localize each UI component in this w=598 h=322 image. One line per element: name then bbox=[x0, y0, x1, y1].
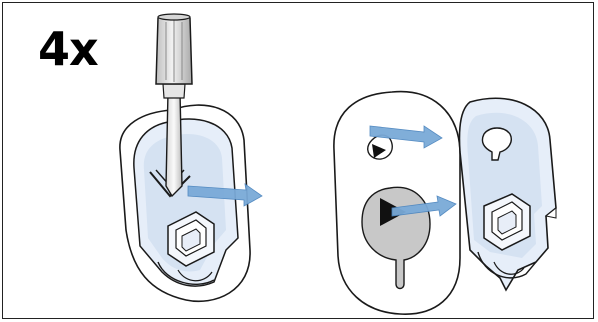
right-clip bbox=[459, 98, 556, 290]
